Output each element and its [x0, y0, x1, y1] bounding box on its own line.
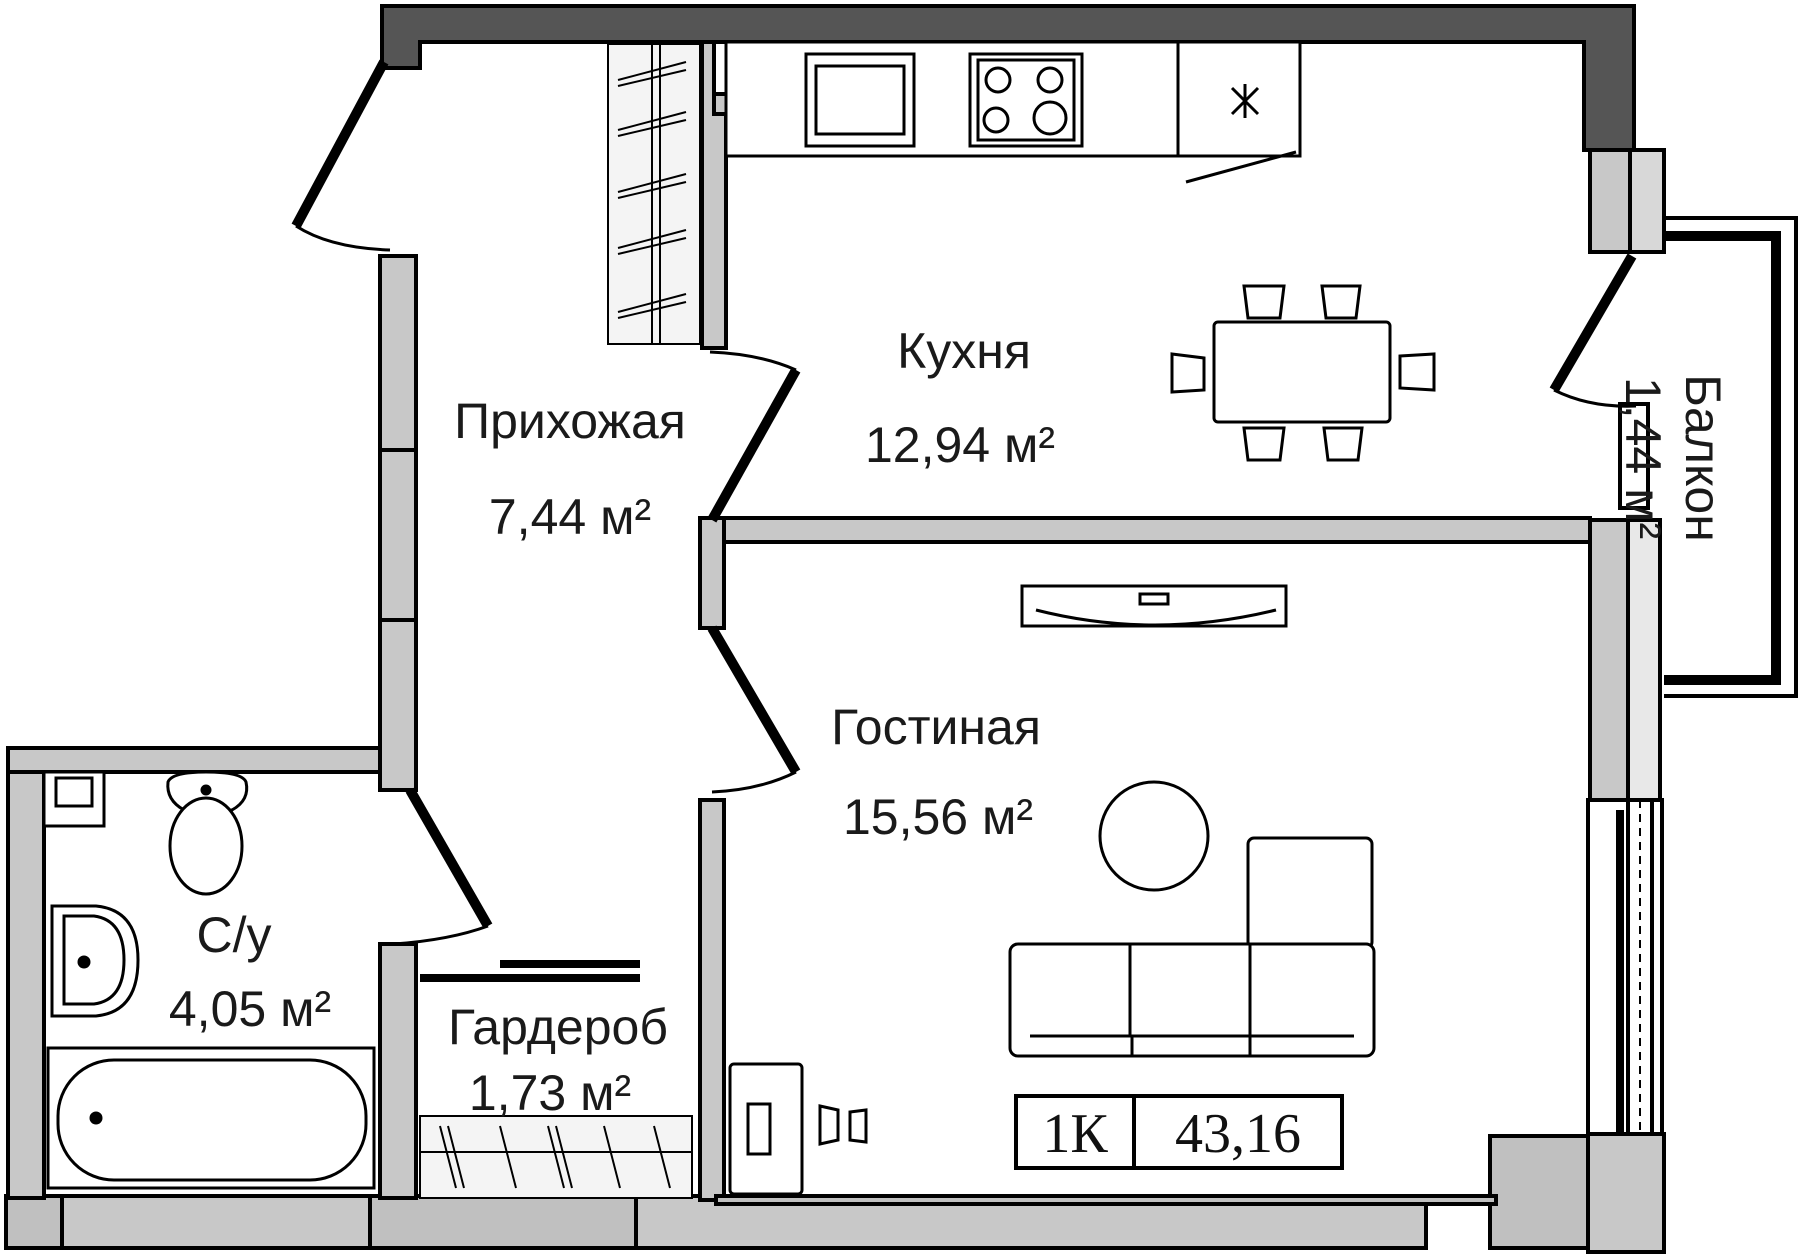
- fridge-icon: [1230, 84, 1260, 118]
- room-area-wardrobe: 1,73 м²: [469, 1065, 631, 1121]
- apartment-badge: 1К 43,16: [1014, 1094, 1344, 1170]
- room-area-kitchen: 12,94 м²: [865, 417, 1055, 473]
- stove-icon: [968, 52, 1084, 148]
- hallway-shelf: [607, 43, 701, 345]
- sofa: [1008, 836, 1376, 1058]
- room-area-hallway: 7,44 м²: [489, 489, 651, 545]
- wardrobe-rack: [419, 1115, 693, 1199]
- round-table: [1098, 780, 1210, 892]
- bathroom-shaft: [42, 770, 106, 828]
- room-name-wardrobe: Гардероб: [448, 999, 668, 1055]
- room-name-hallway: Прихожая: [454, 393, 686, 449]
- balcony-outline: [1664, 216, 1798, 698]
- toilet-icon: [166, 770, 249, 896]
- sink-icon: [804, 52, 916, 148]
- room-area-bathroom: 4,05 м²: [169, 981, 331, 1037]
- room-name-kitchen: Кухня: [897, 323, 1031, 379]
- apartment-type: 1К: [1042, 1103, 1108, 1165]
- walls: [4, 40, 1666, 1254]
- desk: [728, 1062, 868, 1196]
- bathtub-icon: [46, 1046, 376, 1190]
- kitchen-counter: [724, 40, 1302, 184]
- apartment-total-area: 43,16: [1175, 1103, 1301, 1165]
- washbasin-icon: [50, 904, 140, 1018]
- tv-icon: [1020, 584, 1288, 628]
- room-name-balcony: Балкон: [1675, 374, 1731, 542]
- room-name-bathroom: С/у: [197, 907, 272, 963]
- room-area-living: 15,56 м²: [843, 789, 1033, 845]
- room-name-living: Гостиная: [831, 699, 1041, 755]
- dining-table: [1170, 284, 1436, 462]
- room-area-balcony: 1,44 м²: [1615, 377, 1671, 539]
- structural-wall-dark: [380, 4, 1636, 152]
- doors: [291, 59, 1637, 982]
